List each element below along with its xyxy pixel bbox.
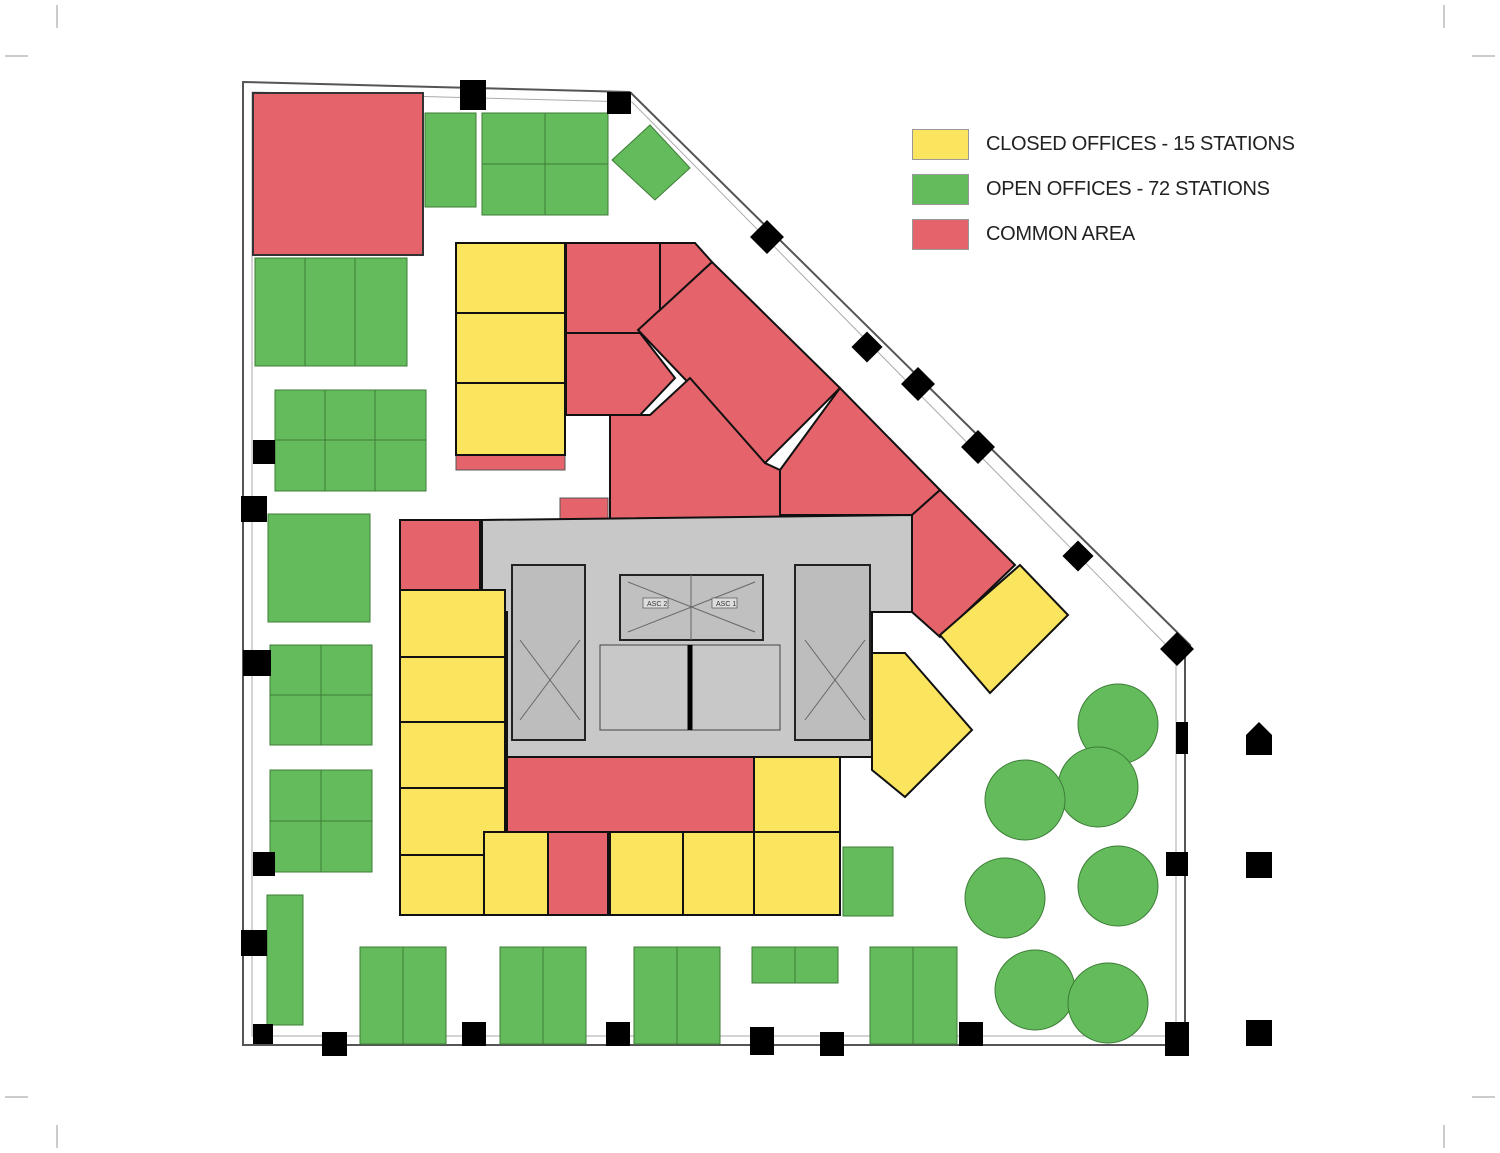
closed-offices: [399, 242, 1070, 916]
closed-office: [483, 831, 549, 916]
legend-swatch-yellow: [912, 128, 969, 160]
desk-dividers: [270, 113, 914, 1044]
stair-left: [511, 564, 586, 741]
column: [607, 92, 631, 114]
column: [606, 1022, 630, 1046]
column: [750, 1027, 774, 1055]
column: [243, 650, 271, 676]
common-area-copy: [659, 242, 714, 313]
open-office-cluster: [842, 846, 894, 917]
open-office-cluster: [267, 513, 371, 623]
closed-office: [399, 656, 506, 723]
column: [253, 440, 275, 464]
structural-columns: [241, 80, 1272, 1056]
legend: CLOSED OFFICES - 15 STATIONS OPEN OFFICE…: [912, 128, 1295, 263]
closed-office: [455, 242, 566, 314]
closed-office: [399, 854, 485, 916]
column: [1166, 852, 1188, 876]
common-area-lounge: [252, 92, 424, 256]
column: [253, 1024, 273, 1044]
open-office-cluster: [424, 112, 477, 208]
building-core: ASC 2 ASC 1: [481, 513, 913, 758]
elevator-1-label: ASC 1: [716, 601, 736, 608]
closed-office: [682, 831, 755, 916]
closed-office: [609, 831, 684, 916]
closed-office: [753, 831, 841, 916]
legend-swatch-red: [912, 218, 969, 250]
common-area-kitchen: [506, 756, 755, 833]
legend-label: OPEN OFFICES - 72 STATIONS: [986, 177, 1270, 200]
open-office-pod: [994, 949, 1076, 1031]
legend-label: COMMON AREA: [986, 222, 1135, 245]
column: [1165, 1022, 1189, 1056]
common-area-storage: [399, 519, 481, 591]
column: [462, 1022, 486, 1046]
closed-office: [938, 563, 1070, 695]
common-area-corridor: [547, 831, 609, 916]
column: [851, 331, 883, 363]
crop-marks: [5, 5, 1495, 1148]
column: [1246, 852, 1272, 878]
legend-item-open-offices: OPEN OFFICES - 72 STATIONS: [912, 173, 1295, 205]
common-area-strip: [455, 454, 566, 471]
column: [241, 930, 267, 956]
column: [1160, 632, 1194, 666]
common-areas: [252, 92, 1017, 916]
open-office-cluster: [611, 124, 691, 201]
common-area-meeting-1: [565, 242, 661, 334]
closed-office: [399, 589, 506, 658]
legend-swatch-green: [912, 173, 969, 205]
column: [820, 1032, 844, 1056]
open-office-pod: [1067, 962, 1149, 1044]
column: [1246, 1020, 1272, 1046]
open-office-pod: [1077, 845, 1159, 927]
closed-office: [399, 721, 506, 789]
closed-office: [455, 382, 566, 456]
column: [253, 852, 275, 876]
closed-office: [753, 756, 841, 833]
column: [322, 1032, 347, 1056]
elevator-2-label: ASC 2: [647, 601, 667, 608]
open-office-cluster: [266, 894, 304, 1026]
legend-item-common-area: COMMON AREA: [912, 218, 1295, 250]
closed-office: [455, 312, 566, 384]
legend-item-closed-offices: CLOSED OFFICES - 15 STATIONS: [912, 128, 1295, 160]
legend-label: CLOSED OFFICES - 15 STATIONS: [986, 132, 1295, 155]
stair-right: [794, 564, 871, 741]
column: [1246, 722, 1272, 755]
column: [959, 1022, 983, 1046]
column: [750, 220, 784, 254]
open-office-cluster: [254, 257, 408, 367]
column: [460, 80, 486, 110]
closed-office: [871, 652, 974, 799]
open-office-pod: [1057, 746, 1139, 828]
column: [1176, 722, 1188, 754]
column: [961, 430, 995, 464]
column: [901, 367, 935, 401]
column: [241, 496, 267, 522]
open-office-pod: [964, 857, 1046, 939]
open-office-pod: [984, 759, 1066, 841]
common-area-small: [559, 497, 609, 521]
